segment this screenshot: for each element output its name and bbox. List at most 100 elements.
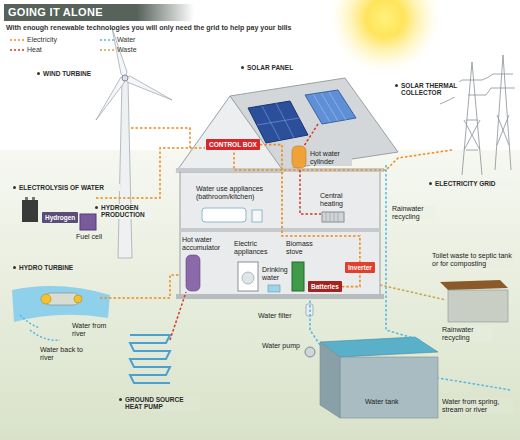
- callout-dot: [37, 72, 40, 75]
- callout-label: GROUND SOURCE HEAT PUMP: [124, 396, 200, 411]
- part-label: Water from river: [72, 322, 116, 338]
- callout-dot: [429, 182, 432, 185]
- grid-wire: [234, 150, 452, 170]
- callout-label: WIND TURBINE: [42, 70, 108, 77]
- water-sample: [100, 39, 114, 41]
- electrolyser: [22, 200, 38, 222]
- waste-sample: [100, 49, 114, 51]
- legend-text: Water: [117, 36, 135, 44]
- part-label: Water tank: [365, 398, 409, 406]
- collector-tubes: [313, 92, 346, 122]
- callout-dot: [95, 206, 98, 209]
- part-label: Water back to river: [40, 346, 90, 362]
- hot-water-accumulator: [186, 255, 200, 291]
- house: [176, 78, 398, 299]
- hot-water-cylinder: [292, 146, 306, 168]
- callout-label: ELECTRICITY GRID: [434, 180, 514, 187]
- drinking-water-tap: [268, 285, 280, 292]
- fuel-cell: [80, 214, 96, 230]
- biomass-stove: [292, 262, 304, 291]
- part-label: Rainwater recycling: [392, 205, 436, 221]
- sink: [252, 210, 262, 222]
- electrolysis-unit: [22, 197, 96, 230]
- callout-label: SOLAR PANEL: [246, 64, 308, 71]
- tank-side: [320, 342, 340, 418]
- blade: [125, 76, 172, 100]
- legend-samples: [10, 40, 114, 50]
- first-floor-slab: [180, 228, 380, 232]
- part-label: Drinking water: [262, 266, 290, 282]
- part-label: Rainwater recycling: [442, 326, 492, 342]
- septic-tank: [440, 280, 508, 322]
- wind-turbine: [96, 28, 172, 258]
- ground-slab: [176, 294, 384, 299]
- river-flow: [20, 315, 60, 340]
- turbine-hub: [122, 75, 128, 81]
- part-label: Water filter: [258, 312, 300, 320]
- ground-source-heat-pump: [130, 335, 170, 383]
- ground: [0, 150, 520, 440]
- legend-text: Electricity: [27, 36, 57, 44]
- solar-panel: [248, 101, 308, 143]
- radiator-fins: [326, 212, 338, 222]
- part-label: Hot water accumulator: [182, 236, 228, 252]
- radiator: [322, 212, 344, 222]
- pylon: [458, 62, 486, 175]
- heat-sample: [10, 49, 24, 51]
- waste-line: [380, 285, 446, 300]
- node-text: Batteries: [311, 283, 339, 290]
- legend-text: Waste: [117, 46, 137, 54]
- hydro-wire: [100, 275, 180, 298]
- turbine-rotor: [74, 295, 82, 303]
- subtitle: With enough renewable technologies you w…: [6, 24, 436, 32]
- callout-dot: [119, 398, 122, 401]
- node-text: CONTROL BOX: [209, 141, 257, 148]
- control-box: CONTROL BOX: [206, 139, 260, 150]
- title-bar: [4, 4, 194, 21]
- river: [12, 286, 110, 322]
- part-label: Toilet waste to septic tank or for compo…: [432, 252, 514, 268]
- bath: [202, 208, 246, 222]
- rainwater-line: [386, 165, 420, 340]
- heating-line: [300, 170, 321, 214]
- water-pump: [305, 347, 315, 357]
- callout-dot: [13, 186, 16, 189]
- callout-dot: [13, 266, 16, 269]
- part-label: Electric appliances: [234, 240, 276, 256]
- ground-coil: [130, 335, 170, 383]
- appliance-door: [242, 272, 254, 284]
- septic-top: [440, 280, 508, 290]
- terminal: [25, 197, 28, 200]
- heat-pump-line: [170, 292, 186, 340]
- callout-dot: [395, 84, 398, 87]
- callout-label: HYDROGEN PRODUCTION: [100, 204, 154, 219]
- electricity-connector: [260, 145, 360, 262]
- spring-water-line: [438, 378, 510, 390]
- hydro-turbine: [12, 286, 110, 340]
- inverter-box: Inverter: [345, 262, 375, 273]
- part-label: Biomass stove: [286, 240, 320, 256]
- pylon: [491, 55, 515, 170]
- blade: [96, 77, 125, 120]
- turbine-rotor: [41, 294, 51, 304]
- water-tank: [305, 304, 438, 418]
- callout-label: SOLAR THERMAL COLLECTOR: [400, 82, 468, 97]
- solar-thermal-collector: [305, 90, 356, 124]
- electric-appliance: [238, 262, 258, 291]
- electricity-connector: [342, 273, 360, 287]
- legend-text: Heat: [27, 46, 42, 54]
- wind-wire: [131, 128, 190, 148]
- house-walls: [180, 170, 380, 296]
- septic-front: [448, 290, 508, 322]
- part-label: Water from spring, stream or river: [442, 398, 514, 414]
- part-label: Water pump: [262, 342, 302, 350]
- title-text: GOING IT ALONE: [8, 6, 103, 18]
- part-label: Fuel cell: [76, 233, 108, 241]
- electricity-sample: [10, 39, 24, 41]
- sun: [330, 0, 440, 73]
- solar-heat-line: [304, 124, 318, 146]
- part-label: Water use appliances (bathroom/kitchen): [196, 185, 268, 201]
- callout-dot: [241, 66, 244, 69]
- panel-grid: [257, 103, 299, 140]
- supply-water-line: [310, 300, 320, 345]
